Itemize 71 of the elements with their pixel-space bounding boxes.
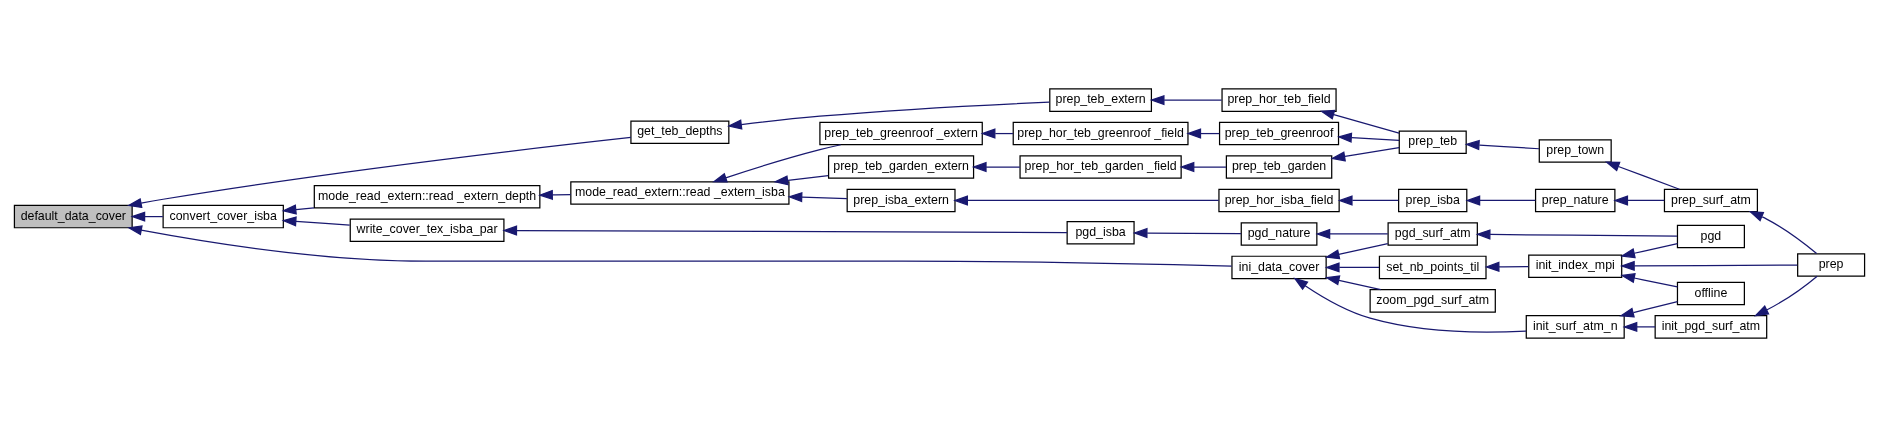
arrow [1475, 229, 1678, 240]
arrow [1324, 275, 1382, 291]
node-box: prep_hor_teb_field [1221, 88, 1337, 112]
node-box: get_teb_depths [630, 120, 730, 145]
node-box: prep_hor_teb_greenroof _field [1012, 121, 1189, 146]
arrow [953, 195, 1220, 206]
node-box: prep_hor_isba_field [1218, 188, 1340, 213]
node-box: prep_teb_greenroof _extern [819, 121, 983, 146]
arrow [281, 216, 351, 227]
node-box: prep [1797, 253, 1866, 277]
arrow [1604, 161, 1681, 190]
node-box: init_pgd_surf_atm [1654, 315, 1768, 339]
node-box: prep_teb [1398, 130, 1467, 154]
arrow [773, 174, 829, 186]
arrow [1324, 243, 1389, 260]
arrow [130, 211, 164, 222]
arrow [1149, 94, 1223, 106]
arrow [712, 144, 842, 183]
node-box: prep_teb_garden [1225, 155, 1333, 179]
node-box: prep_hor_teb_garden _field [1019, 155, 1182, 179]
node-box: pgd_nature [1240, 222, 1318, 246]
arrow [502, 225, 1068, 236]
arrow [1186, 128, 1220, 139]
arrow [1319, 109, 1400, 134]
node-box: mode_read_extern::read _extern_depth [313, 185, 541, 209]
node-box: prep_surf_atm [1663, 188, 1758, 213]
node-box: pgd [1676, 224, 1745, 249]
arrow [1622, 321, 1656, 333]
arrow [1620, 273, 1679, 288]
node-box: prep_isba_extern [846, 188, 956, 213]
arrow [1179, 161, 1227, 173]
arrow [1620, 243, 1679, 259]
node-box: write_cover_tex_isba_par [349, 218, 505, 242]
arrow [1293, 277, 1527, 333]
arrow [1337, 195, 1399, 206]
arrow [1465, 195, 1536, 206]
node-box: prep_nature [1534, 188, 1616, 213]
arrow [727, 101, 1050, 130]
node-box: set_nb_points_til [1378, 255, 1487, 280]
arrow [1484, 261, 1530, 273]
arrow [127, 225, 1233, 267]
arrow [971, 161, 1021, 173]
node-box: offline [1676, 281, 1745, 306]
node-box: prep_teb_garden_extern [827, 155, 975, 179]
node-box: zoom_pgd_surf_atm [1369, 289, 1496, 313]
arrow [538, 189, 572, 201]
node-box: convert_cover_isba [162, 204, 284, 229]
arrow [1132, 227, 1242, 239]
node-box: default_data_cover [13, 204, 133, 229]
node-box: mode_read_extern::read _extern_isba [570, 181, 790, 205]
node-box: prep_teb_extern [1049, 88, 1153, 112]
node-box: ini_data_cover [1231, 255, 1327, 280]
arrow [281, 204, 315, 215]
arrow [1464, 139, 1540, 151]
arrow [1753, 275, 1818, 317]
node-box: prep_isba [1398, 188, 1468, 213]
node-box: prep_town [1538, 139, 1612, 163]
arrow [1613, 195, 1665, 206]
node-box: pgd_surf_atm [1387, 222, 1478, 246]
node-box: init_index_mpi [1528, 254, 1623, 278]
arrow [1324, 262, 1380, 273]
arrow [1748, 211, 1818, 255]
node-box: prep_teb_greenroof [1218, 121, 1340, 146]
arrow [1315, 228, 1389, 240]
arrow [787, 191, 848, 203]
node-box: pgd_isba [1066, 220, 1135, 245]
arrow [1619, 260, 1798, 272]
arrow [1619, 300, 1679, 318]
arrow [1330, 146, 1400, 162]
arrow [1337, 132, 1400, 143]
node-box: init_surf_atm_n [1525, 315, 1625, 339]
